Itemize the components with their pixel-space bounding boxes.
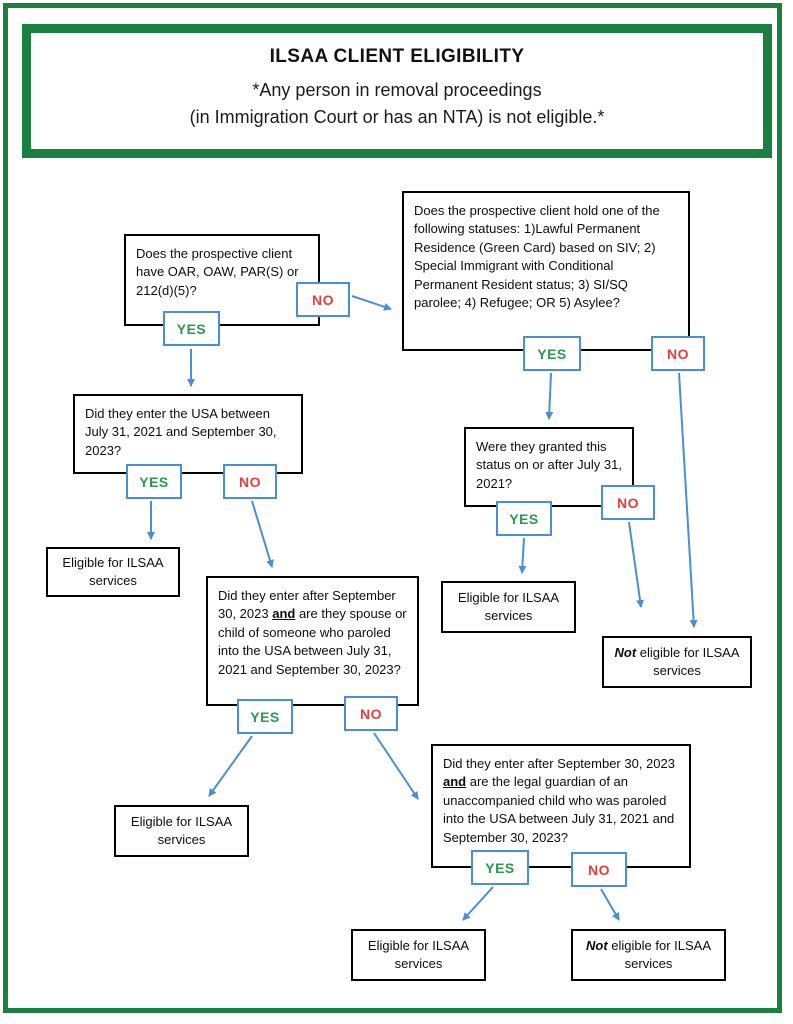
no-entry-window: NO [223,464,277,499]
yes-label: YES [537,345,567,362]
yes-status-date: YES [496,501,552,536]
arrow-spouse-no-to-guardian [373,732,419,800]
no-label: NO [312,291,334,308]
arrow-status-no-to-not-eligible [678,372,698,628]
question-text: Does the prospective client have OAR, OA… [136,246,299,298]
yes-parole-docs: YES [163,311,220,346]
outcome-text: Eligible for ILSAA services [130,813,233,847]
subtitle-line-1: *Any person in removal proceedings [252,80,542,100]
question-status-list: Does the prospective client hold one of … [402,191,690,351]
no-status-list: NO [651,336,705,371]
yes-label: YES [509,510,539,527]
page-title: ILSAA CLIENT ELIGIBILITY [269,46,525,67]
yes-label: YES [176,320,207,337]
arrow-guardian-no-to-not-eligible [600,888,620,921]
no-parole-docs: NO [296,282,350,317]
outcome-text-rest: eligible for ILSAA services [607,937,711,971]
outcome-not-eligible-2: Not eligible for ILSAA services [571,929,726,981]
arrow-statusdate-no-to-not-eligible [628,521,644,608]
arrow-entry-no-to-spouse-child [251,500,274,568]
question-entry-window: Did they enter the USA between July 31, … [73,394,303,474]
emphasis-not: Not [614,644,637,660]
question-spouse-child: Did they enter after September 30, 2023 … [206,576,419,706]
yes-label: YES [250,708,280,725]
no-guardian: NO [571,852,627,887]
arrow-spouse-yes-to-eligible [208,735,253,797]
outcome-text: Eligible for ILSAA services [367,937,470,971]
yes-entry-window: YES [126,464,182,499]
outcome-not-eligible-1: Not eligible for ILSAA services [602,636,752,688]
outcome-eligible-4: Eligible for ILSAA services [351,929,486,981]
arrow-parole-no-to-status [351,295,392,311]
yes-guardian: YES [471,850,529,885]
question-text: Does the prospective client hold one of … [414,203,660,311]
question-text: Did they enter the USA between July 31, … [85,406,277,458]
outcome-text: Eligible for ILSAA services [62,554,164,588]
outcome-eligible-3: Eligible for ILSAA services [114,805,249,857]
no-label: NO [667,345,689,362]
question-text: are they spouse or child of someone who … [218,606,407,677]
emphasis-not: Not [585,937,608,953]
outcome-eligible-2: Eligible for ILSAA services [441,581,576,633]
no-label: NO [588,861,610,878]
header-banner: ILSAA CLIENT ELIGIBILITY *Any person in … [22,24,772,158]
emphasis-and: and [272,606,296,622]
outcome-text-rest: eligible for ILSAA services [636,644,740,678]
yes-label: YES [485,859,515,876]
yes-label: YES [139,473,169,490]
outcome-text: Eligible for ILSAA services [457,589,560,623]
no-label: NO [360,705,382,722]
no-spouse-child: NO [344,696,398,731]
outcome-text: Not eligible for ILSAA services [612,644,742,680]
yes-status-list: YES [523,336,581,371]
no-label: NO [239,473,261,490]
arrow-statusdate-yes-to-eligible [518,537,527,574]
arrow-status-yes-to-status-date [545,372,554,420]
question-text: Did they enter after September 30, 2023 [218,588,396,622]
question-text: are the legal guardian of an unaccompani… [443,774,675,845]
yes-spouse-child: YES [237,699,293,734]
arrow-guardian-yes-to-eligible [462,886,494,921]
subtitle-line-2: (in Immigration Court or has an NTA) is … [189,107,605,127]
question-text: Were they granted this status on or afte… [476,439,622,491]
question-parole-docs: Does the prospective client have OAR, OA… [124,234,320,326]
outcome-eligible-1: Eligible for ILSAA services [46,547,180,597]
question-guardian: Did they enter after September 30, 2023 … [431,744,691,868]
no-status-date: NO [601,485,655,520]
no-label: NO [617,494,639,511]
question-text: Did they enter after September 30, 2023 [443,756,675,771]
emphasis-and: and [443,774,467,790]
outcome-text: Not eligible for ILSAA services [581,937,716,973]
